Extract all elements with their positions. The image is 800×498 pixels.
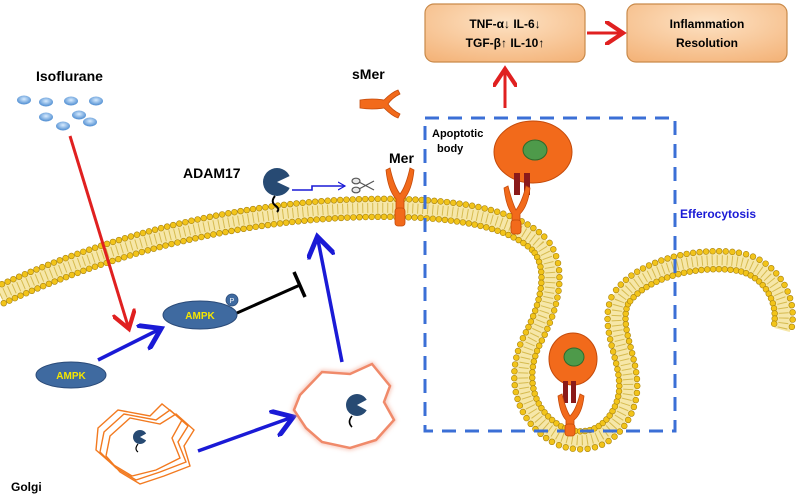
cytokine-box: TNF-α↓ IL-6↓ TGF-β↑ IL-10↑ <box>424 3 586 63</box>
mer-label: Mer <box>389 150 414 166</box>
ampk-inactive: AMPK <box>35 361 107 389</box>
mer-receptor <box>385 167 415 227</box>
mer-receptor-engulfed <box>557 393 585 437</box>
resolution-line-1: Inflammation <box>670 17 745 31</box>
inhibition-bar <box>236 271 307 315</box>
mer-receptor-bound <box>503 185 531 235</box>
phospho-label: P <box>230 298 235 305</box>
golgi-label: Golgi <box>11 480 42 494</box>
apoptotic-label-line-1: Apoptotic <box>432 128 483 140</box>
efferocytosis-region <box>423 116 677 433</box>
resolution-line-2: Resolution <box>676 36 738 50</box>
arrow-vesicle-to-membrane <box>318 240 344 363</box>
ligand-bridge <box>514 173 530 195</box>
golgi-adam17-icon <box>133 430 149 453</box>
cytokine-line-2: TGF-β↑ IL-10↑ <box>466 36 545 50</box>
scissors-icon <box>351 177 375 194</box>
vesicle-adam17-icon <box>346 394 370 428</box>
smer-soluble <box>359 89 401 119</box>
arrow-golgi-to-vesicle <box>197 418 290 453</box>
arrow-isoflurane-to-ampk <box>68 135 128 326</box>
efferocytosis-label: Efferocytosis <box>680 207 756 221</box>
cytokine-line-1: TNF-α↓ IL-6↓ <box>469 17 540 31</box>
resolution-box: Inflammation Resolution <box>626 3 788 63</box>
adam17-enzyme <box>263 168 294 213</box>
golgi <box>95 403 195 485</box>
ampk-inactive-label: AMPK <box>56 371 86 382</box>
phospho-badge <box>225 293 239 307</box>
ampk-phosphorylated: AMPK P <box>162 293 239 330</box>
apoptotic-body <box>493 120 573 184</box>
smer-label: sMer <box>352 66 385 82</box>
apoptotic-label-line-2: body <box>437 143 464 155</box>
cell-membrane <box>0 195 796 453</box>
engulfed-apoptotic-body <box>548 332 598 386</box>
arrow-ampk-activation <box>97 330 158 362</box>
isoflurane-molecules <box>17 95 103 131</box>
isoflurane-label: Isoflurane <box>36 68 103 84</box>
transport-vesicle <box>292 362 396 450</box>
arrow-adam17-cleavage <box>292 186 345 191</box>
ligand-bridge-engulfed <box>563 381 576 403</box>
adam17-label: ADAM17 <box>183 165 241 181</box>
ampk-active-label: AMPK <box>185 311 215 322</box>
